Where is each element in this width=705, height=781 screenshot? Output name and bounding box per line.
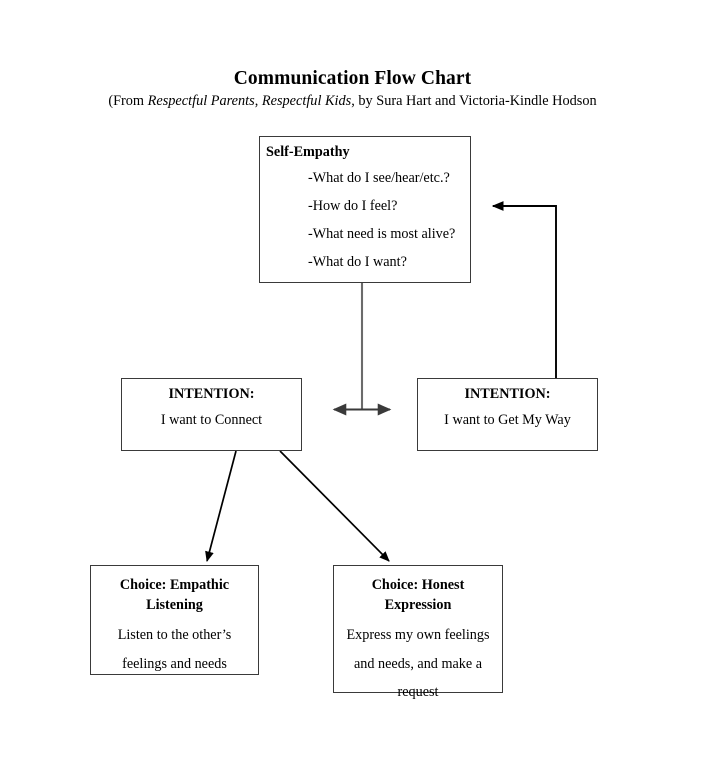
self-empathy-question-list: -What do I see/hear/etc.? -How do I feel… <box>260 164 470 277</box>
choice-honest-body: Express my own feelings and needs, and m… <box>334 621 502 706</box>
intention-my-way-body: I want to Get My Way <box>444 412 571 429</box>
choice-honest-heading: Choice: Honest Expression <box>334 575 502 615</box>
choice-honest-heading-line-1: Choice: Honest <box>371 577 465 593</box>
subtitle-authors: , by Sura Hart and Victoria-Kindle Hodso… <box>351 93 597 109</box>
self-empathy-question: -How do I feel? <box>308 197 398 214</box>
node-intention-connect: INTENTION: I want to Connect <box>121 378 302 451</box>
node-intention-my-way: INTENTION: I want to Get My Way <box>417 378 598 451</box>
choice-honest-heading-line-2: Expression <box>384 597 452 614</box>
choice-empathic-heading: Choice: Empathic Listening <box>91 575 258 615</box>
subtitle-book-title-1: Respectful Parents <box>147 93 255 109</box>
choice-empathic-body-line-1: Listen to the other’s <box>117 627 232 644</box>
page-title: Communication Flow Chart <box>233 68 472 89</box>
choice-empathic-heading-line-1: Choice: Empathic <box>119 577 230 593</box>
node-self-empathy: Self-Empathy -What do I see/hear/etc.? -… <box>259 136 471 283</box>
edge-connect-to-empathic-listening <box>205 450 237 563</box>
intention-connect-heading: INTENTION: <box>168 386 255 402</box>
subtitle-separator: , <box>254 93 262 109</box>
choice-empathic-body-line-2: feelings and needs <box>122 655 227 672</box>
self-empathy-question: -What do I see/hear/etc.? <box>308 169 450 186</box>
node-choice-honest-expression: Choice: Honest Expression Express my own… <box>333 565 503 699</box>
choice-honest-body-line-2: and needs, and make a <box>353 655 483 672</box>
choice-empathic-body: Listen to the other’s feelings and needs <box>91 621 258 677</box>
choice-honest-body-line-1: Express my own feelings <box>346 627 490 644</box>
node-choice-empathic-listening: Choice: Empathic Listening Listen to the… <box>90 565 259 675</box>
subtitle-prefix: (From <box>108 93 148 109</box>
self-empathy-heading: Self-Empathy <box>266 144 350 160</box>
intention-my-way-heading: INTENTION: <box>464 386 551 402</box>
page-subtitle: (From Respectful Parents, Respectful Kid… <box>0 93 705 109</box>
intention-connect-body: I want to Connect <box>160 412 263 429</box>
subtitle-book-title-2: Respectful Kids <box>261 93 352 109</box>
choice-honest-body-line-3: request <box>397 683 439 700</box>
self-empathy-question: -What do I want? <box>308 254 407 271</box>
choice-empathic-heading-line-2: Listening <box>146 597 203 614</box>
self-empathy-question: -What need is most alive? <box>308 226 456 243</box>
edge-my-way-to-self-empathy <box>491 201 557 378</box>
edge-connect-to-honest-expression <box>279 450 390 562</box>
